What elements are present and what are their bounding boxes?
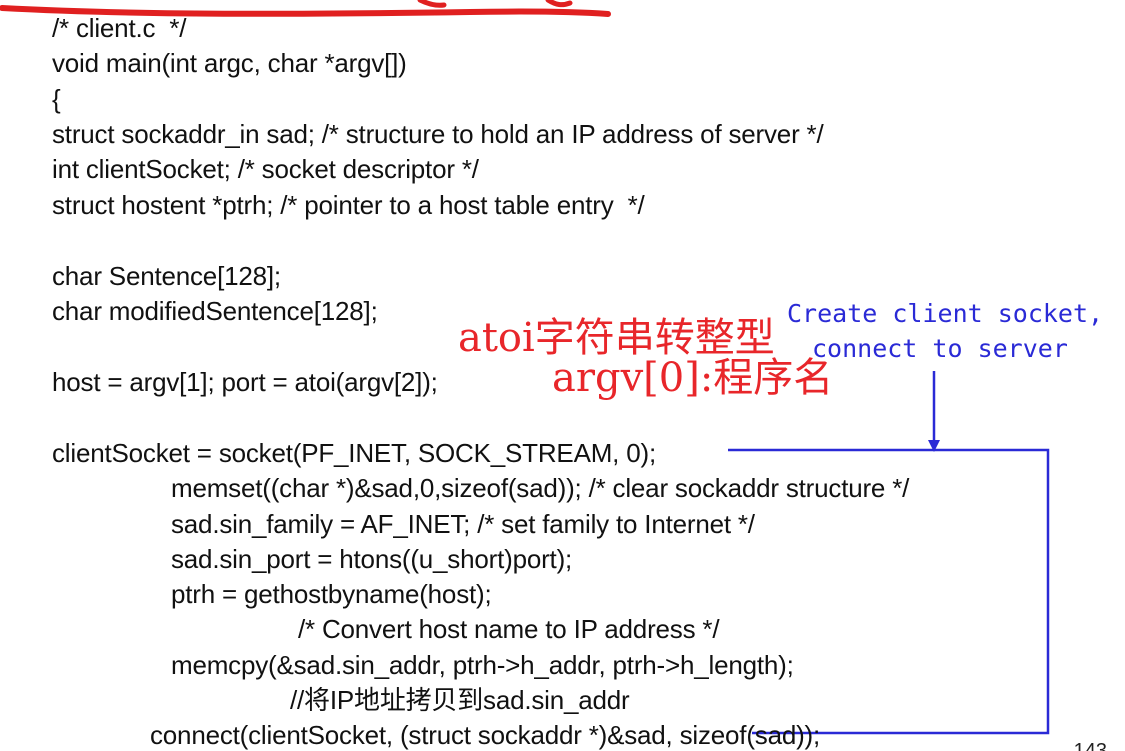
red-underline-stroke [0, 5, 611, 17]
code-line-sin-port: sad.sin_port = htons((u_short)port); [171, 544, 573, 574]
callout-text-line2: connect to server [812, 334, 1068, 363]
code-line-open-brace: { [52, 84, 61, 114]
annotation-argv-note: argv[0]:程序名 [552, 355, 834, 401]
code-line-sin-family: sad.sin_family = AF_INET; /* set family … [171, 509, 755, 539]
code-line-memset: memset((char *)&sad,0,sizeof(sad)); /* c… [171, 473, 910, 503]
code-line-comment-header: /* client.c */ [52, 13, 187, 43]
code-line-copy-comment: //将IP地址拷贝到sad.sin_addr [290, 685, 630, 715]
code-line-sentence-decl: char Sentence[128]; [52, 261, 281, 291]
callout-bracket [728, 448, 1050, 735]
code-line-memcpy: memcpy(&sad.sin_addr, ptrh->h_addr, ptrh… [171, 650, 794, 680]
code-line-socket-call: clientSocket = socket(PF_INET, SOCK_STRE… [52, 438, 656, 468]
callout-text-line1: Create client socket, [787, 299, 1104, 328]
code-line-gethostbyname: ptrh = gethostbyname(host); [171, 579, 492, 609]
code-line-convert-comment: /* Convert host name to IP address */ [298, 614, 720, 644]
code-line-hostent-decl: struct hostent *ptrh; /* pointer to a ho… [52, 190, 645, 220]
callout-arrow-head [928, 440, 940, 452]
code-line-main-signature: void main(int argc, char *argv[]) [52, 48, 407, 78]
red-underline-stroke-tail [417, 0, 573, 8]
code-line-host-port: host = argv[1]; port = atoi(argv[2]); [52, 367, 438, 397]
code-line-modified-sentence-decl: char modifiedSentence[128]; [52, 296, 378, 326]
code-line-struct-sockaddr: struct sockaddr_in sad; /* structure to … [52, 119, 824, 149]
code-line-client-socket-decl: int clientSocket; /* socket descriptor *… [52, 154, 479, 184]
code-line-connect: connect(clientSocket, (struct sockaddr *… [150, 720, 821, 750]
page-number: 143 [1073, 740, 1107, 751]
annotation-atoi-note: atoi字符串转整型 [458, 315, 775, 361]
